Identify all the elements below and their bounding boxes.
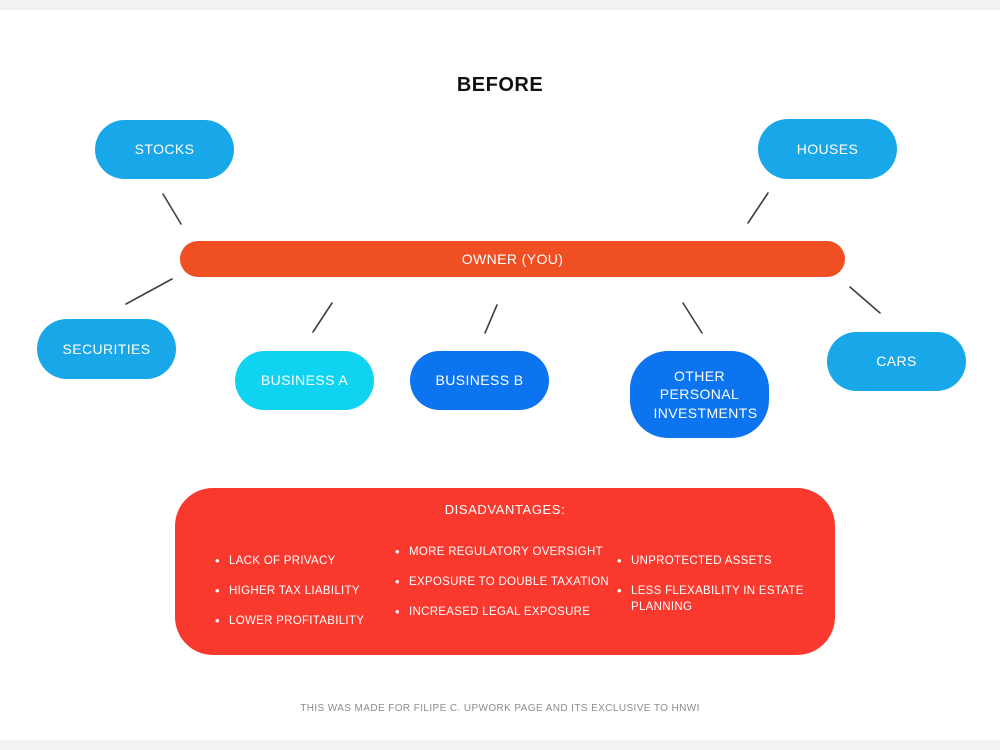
node-securities-label: SECURITIES (62, 340, 151, 357)
connector-owner-stocks (162, 193, 182, 225)
page-title: BEFORE (456, 74, 544, 96)
node-houses: HOUSES (758, 119, 897, 179)
node-business-a: BUSINESS A (235, 351, 374, 410)
disadvantages-column-3: UNPROTECTED ASSETS LESS FLEXABILITY IN E… (617, 552, 807, 629)
list-item: EXPOSURE TO DOUBLE TAXATION (395, 573, 613, 591)
connector-owner-other-investments (682, 302, 703, 334)
disadvantages-title: DISADVANTAGES: (444, 502, 566, 517)
connector-owner-houses (747, 192, 769, 224)
node-securities: SECURITIES (37, 319, 176, 379)
node-stocks: STOCKS (95, 120, 234, 179)
top-border-strip (0, 0, 1000, 10)
node-owner: OWNER (YOU) (180, 241, 845, 277)
disadvantages-column-1: LACK OF PRIVACY HIGHER TAX LIABILITY LOW… (215, 552, 380, 643)
node-other-personal-investments-label: OTHER PERSONAL INVESTMENTS (653, 368, 758, 421)
list-item: LESS FLEXABILITY IN ESTATE PLANNING (617, 582, 807, 615)
list-item: LOWER PROFITABILITY (215, 612, 380, 630)
list-item: HIGHER TAX LIABILITY (215, 582, 380, 600)
connector-owner-business-b (484, 304, 498, 334)
connector-owner-cars (849, 286, 881, 314)
disadvantages-column-2: MORE REGULATORY OVERSIGHT EXPOSURE TO DO… (395, 543, 613, 634)
list-item: MORE REGULATORY OVERSIGHT (395, 543, 613, 561)
node-houses-label: HOUSES (796, 140, 859, 157)
node-cars: CARS (827, 332, 966, 391)
bottom-border-strip (0, 740, 1000, 750)
node-business-a-label: BUSINESS A (260, 372, 349, 389)
node-owner-label: OWNER (YOU) (461, 251, 564, 267)
node-cars-label: CARS (876, 353, 917, 370)
node-stocks-label: STOCKS (134, 141, 195, 158)
node-business-b-label: BUSINESS B (435, 372, 524, 389)
connector-owner-securities (125, 278, 173, 305)
disadvantages-box: DISADVANTAGES: LACK OF PRIVACY HIGHER TA… (175, 488, 835, 655)
node-business-b: BUSINESS B (410, 351, 549, 410)
connector-owner-business-a (312, 302, 333, 333)
node-other-personal-investments: OTHER PERSONAL INVESTMENTS (630, 351, 769, 438)
list-item: UNPROTECTED ASSETS (617, 552, 807, 570)
footer-note: THIS WAS MADE FOR FILIPE C. UPWORK PAGE … (300, 703, 700, 714)
list-item: LACK OF PRIVACY (215, 552, 380, 570)
list-item: INCREASED LEGAL EXPOSURE (395, 603, 613, 621)
